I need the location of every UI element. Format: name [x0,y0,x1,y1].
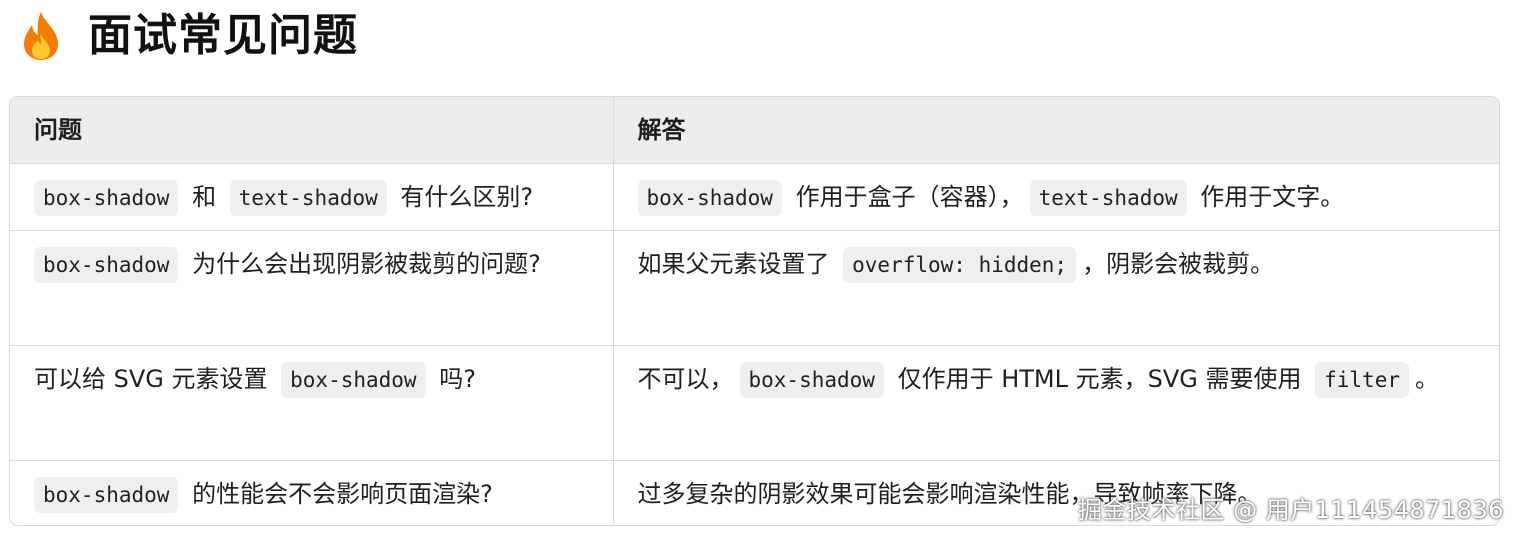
section-heading: 面试常见问题 [18,6,358,66]
answer-cell: 过多复杂的阴影效果可能会影响渲染性能，导致帧率下降。 [613,460,1499,525]
cell-text: 有什么区别? [392,182,534,211]
table-row: box-shadow 为什么会出现阴影被裁剪的问题? 如果父元素设置了 over… [10,230,1499,346]
answer-cell: 不可以，box-shadow 仅作用于 HTML 元素，SVG 需要使用 fil… [613,345,1499,461]
question-cell: box-shadow 的性能会不会影响页面渲染? [10,460,614,525]
cell-text: 如果父元素设置了 [637,249,838,278]
table-row: 可以给 SVG 元素设置 box-shadow 吗? 不可以，box-shado… [10,345,1499,461]
answer-cell: box-shadow 作用于盒子（容器），text-shadow 作用于文字。 [613,163,1499,231]
inline-code: text-shadow [1029,179,1187,216]
cell-text: 作用于盒子（容器）， [787,182,1024,211]
inline-code: box-shadow [281,361,426,398]
cell-text: 仅作用于 HTML 元素，SVG 需要使用 [889,364,1310,393]
inline-code: text-shadow [229,179,387,216]
inline-code: box-shadow [34,246,179,283]
column-header-question: 问题 [10,97,614,164]
inline-code: filter [1315,361,1409,398]
cell-text: ，阴影会被裁剪。 [1082,249,1275,278]
cell-text: 可以给 SVG 元素设置 [34,364,276,393]
cell-text: 的性能会不会影响页面渲染? [184,479,493,508]
cell-text: 。 [1414,364,1439,393]
question-cell: box-shadow 为什么会出现阴影被裁剪的问题? [10,230,614,346]
page-title: 面试常见问题 [88,10,358,61]
cell-text: 过多复杂的阴影效果可能会影响渲染性能，导致帧率下降。 [637,479,1262,508]
fire-icon [24,12,58,60]
cell-text: 作用于文字。 [1192,182,1345,211]
question-cell: box-shadow 和 text-shadow 有什么区别? [10,163,614,231]
inline-code: overflow: hidden; [843,246,1077,283]
column-header-answer: 解答 [613,97,1499,164]
watermark: 掘金技术社区 @ 用户111454871836 [1078,496,1504,524]
inline-code: box-shadow [739,361,884,398]
cell-text: 和 [184,182,224,211]
question-cell: 可以给 SVG 元素设置 box-shadow 吗? [10,345,614,461]
inline-code: box-shadow [637,179,782,216]
faq-table: 问题 解答 box-shadow 和 text-shadow 有什么区别? bo… [9,96,1500,526]
cell-text: 不可以， [637,364,734,393]
cell-text: 吗? [431,364,476,393]
inline-code: box-shadow [34,476,179,513]
inline-code: box-shadow [34,179,179,216]
answer-cell: 如果父元素设置了 overflow: hidden;，阴影会被裁剪。 [613,230,1499,346]
table-row: box-shadow 和 text-shadow 有什么区别? box-shad… [10,163,1499,231]
cell-text: 为什么会出现阴影被裁剪的问题? [184,249,541,278]
table-row: box-shadow 的性能会不会影响页面渲染? 过多复杂的阴影效果可能会影响渲… [10,460,1499,525]
table-header-row: 问题 解答 [10,97,1499,164]
